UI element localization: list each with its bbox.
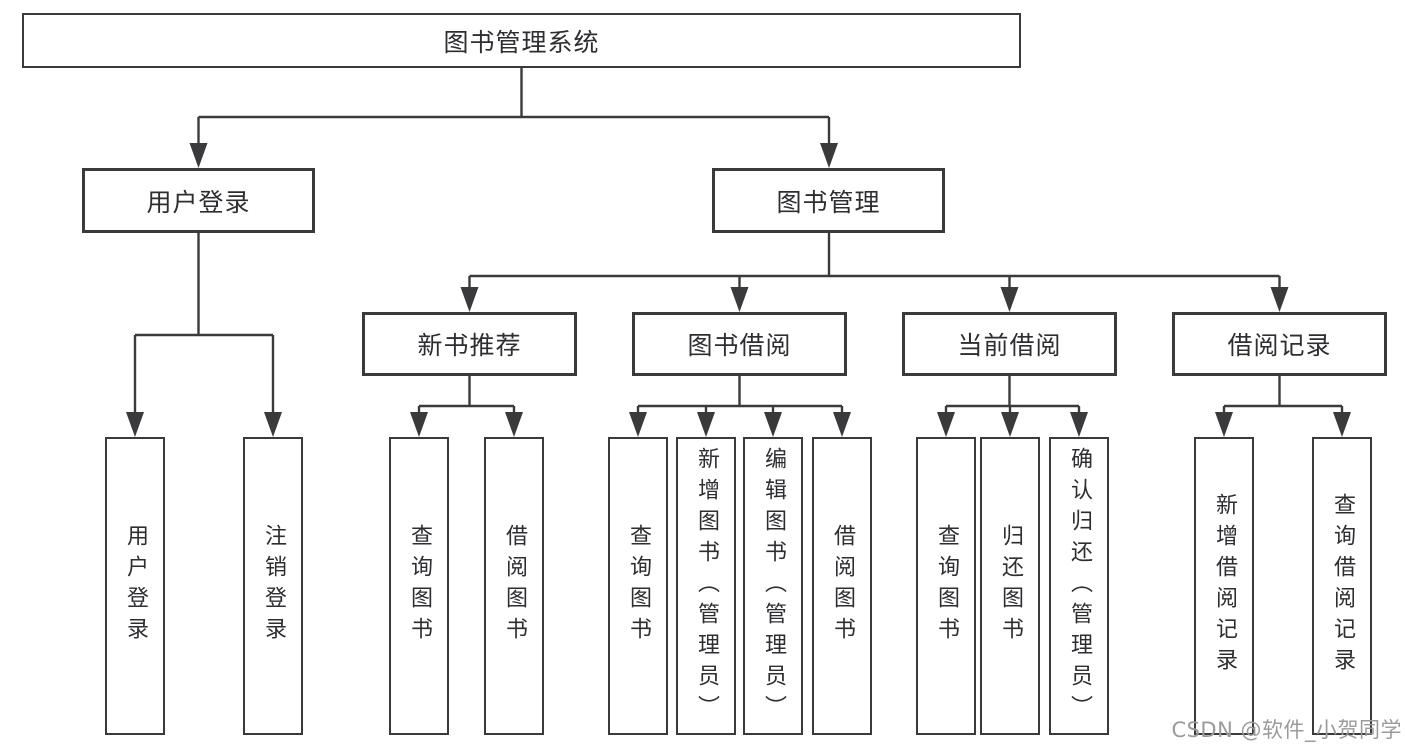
leaf-return-book-label: 归还图书 [998,524,1023,648]
arrowhead [1333,412,1351,437]
leaf-query-books-current: 查询图书 [916,437,976,735]
arrowhead [833,412,851,437]
node-book-management: 图书管理 [712,168,945,233]
arrowhead [1215,412,1233,437]
node-current-borrow-label: 当前借阅 [957,331,1062,360]
arrowhead [126,412,144,437]
node-borrow-records: 借阅记录 [1172,312,1387,376]
arrowhead [1270,287,1289,312]
leaf-query-books-current-label: 查询图书 [934,524,959,648]
csdn-watermark: CSDN @软件_小贺同学 [1171,718,1402,742]
leaf-confirm-return-admin: 确认归还（管理员） [1049,437,1109,735]
leaf-query-borrow-record-label: 查询借阅记录 [1330,493,1355,679]
leaf-add-borrow-record-label: 新增借阅记录 [1212,493,1237,679]
arrowhead [730,287,749,312]
arrowhead [1070,412,1088,437]
node-book-borrow: 图书借阅 [632,312,847,376]
leaf-query-books-recommend: 查询图书 [389,437,449,735]
arrowhead [697,412,715,437]
leaf-edit-book-admin: 编辑图书（管理员） [743,437,803,735]
arrowhead [189,143,208,168]
leaf-logout: 注销登录 [243,437,303,735]
leaf-confirm-return-admin-label: 确认归还（管理员） [1067,446,1092,726]
leaf-user-login: 用户登录 [105,437,165,735]
leaf-query-books-recommend-label: 查询图书 [407,524,432,648]
leaf-edit-book-admin-label: 编辑图书（管理员） [761,446,786,726]
node-current-borrow: 当前借阅 [902,312,1117,376]
node-root-label: 图书管理系统 [443,27,600,57]
leaf-borrow-books-recommend: 借阅图书 [484,437,544,735]
node-user-login: 用户登录 [82,168,315,233]
arrowhead [1001,412,1019,437]
arrowhead [410,412,428,437]
leaf-return-book: 归还图书 [980,437,1040,735]
node-new-book-recommend: 新书推荐 [362,312,577,376]
arrowhead [629,412,647,437]
leaf-borrow-books-borrow-label: 借阅图书 [830,524,855,648]
leaf-query-books-borrow: 查询图书 [608,437,668,735]
node-book-borrow-label: 图书借阅 [687,331,792,360]
leaf-user-login-label: 用户登录 [123,524,148,648]
leaf-query-borrow-record: 查询借阅记录 [1312,437,1372,735]
node-new-book-recommend-label: 新书推荐 [417,331,522,360]
leaf-borrow-books-recommend-label: 借阅图书 [502,524,527,648]
node-book-management-label: 图书管理 [776,187,881,217]
node-root: 图书管理系统 [22,13,1021,68]
node-borrow-records-label: 借阅记录 [1227,331,1332,360]
arrowhead [1000,287,1019,312]
arrowhead [460,287,479,312]
arrowhead [505,412,523,437]
arrowhead [764,412,782,437]
leaf-add-book-admin: 新增图书（管理员） [676,437,736,735]
arrowhead [820,143,838,168]
leaf-add-borrow-record: 新增借阅记录 [1194,437,1254,735]
arrowhead [264,412,282,437]
arrowhead [937,412,955,437]
node-user-login-label: 用户登录 [146,187,251,217]
leaf-logout-label: 注销登录 [261,524,286,648]
leaf-add-book-admin-label: 新增图书（管理员） [694,446,719,726]
leaf-query-books-borrow-label: 查询图书 [626,524,651,648]
leaf-borrow-books-borrow: 借阅图书 [812,437,872,735]
